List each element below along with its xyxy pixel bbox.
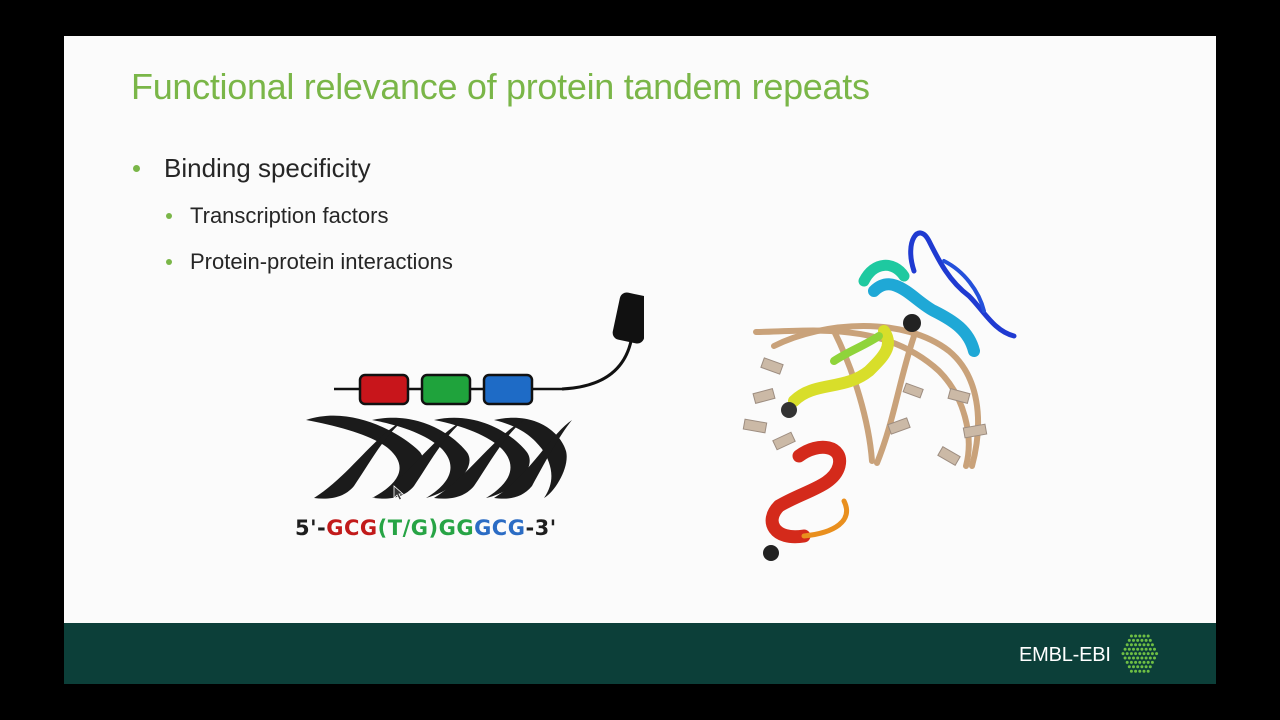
protein-dna-structure-image — [742, 230, 1017, 561]
dna-sequence-label: 5'-GCG(T/G)GGGCG-3' — [295, 516, 557, 540]
logo-dot — [1125, 652, 1129, 656]
logo-dot — [1148, 638, 1152, 642]
logo-dot — [1142, 634, 1146, 638]
sequence-suffix: -3' — [525, 516, 557, 540]
bullet-dot-icon — [133, 165, 140, 172]
logo-dot — [1132, 665, 1135, 669]
logo-dot — [1127, 647, 1131, 651]
logo-dot — [1136, 665, 1140, 669]
logo-dot — [1132, 638, 1135, 642]
logo-dot — [1144, 665, 1148, 669]
logo-dot — [1150, 660, 1154, 664]
logo-dot — [1150, 652, 1154, 656]
bullet-protein-protein-interactions: Protein-protein interactions — [166, 249, 453, 275]
logo-dot — [1140, 656, 1144, 660]
logo-dot — [1127, 665, 1131, 669]
logo-dot — [1138, 634, 1142, 638]
logo-dot — [1136, 638, 1140, 642]
logo-dot — [1138, 669, 1142, 673]
bullet-text: Protein-protein interactions — [190, 249, 453, 274]
logo-dot — [1138, 660, 1142, 664]
repeat-domain-green — [420, 373, 472, 406]
logo-dot — [1153, 647, 1156, 651]
embl-ebi-logo-text: EMBL-EBI — [1019, 644, 1111, 666]
logo-dot — [1153, 656, 1156, 660]
effector-domain-shape — [612, 292, 644, 344]
logo-dot — [1148, 647, 1152, 651]
sequence-segment-blue: GCG — [474, 516, 526, 540]
logo-dot — [1140, 665, 1144, 669]
logo-dot — [1138, 652, 1142, 656]
protein-linker-curve — [561, 335, 634, 391]
logo-dot — [1146, 652, 1150, 656]
logo-dot — [1146, 669, 1150, 673]
repeat-domain-red — [358, 373, 410, 406]
logo-dot — [1134, 643, 1138, 647]
repeat-domain-blue — [482, 373, 534, 406]
logo-dot — [1129, 652, 1133, 656]
logo-dot — [1142, 660, 1146, 664]
logo-dot — [1150, 643, 1154, 647]
logo-dot — [1146, 660, 1150, 664]
logo-dot — [1127, 638, 1131, 642]
logo-dot — [1129, 634, 1133, 638]
logo-dot — [1127, 656, 1131, 660]
logo-dot — [1140, 638, 1144, 642]
zinc-ion-icon — [763, 545, 779, 561]
bullet-binding-specificity: Binding specificity — [133, 153, 371, 184]
logo-dot — [1142, 643, 1146, 647]
logo-dot — [1140, 647, 1144, 651]
logo-dot — [1142, 669, 1146, 673]
logo-dot — [1134, 660, 1138, 664]
logo-dot — [1144, 638, 1148, 642]
logo-dot — [1129, 660, 1133, 664]
sequence-prefix: 5'- — [295, 516, 327, 540]
logo-dot — [1148, 665, 1152, 669]
logo-dot — [1129, 669, 1133, 673]
protein-ribbon — [765, 230, 1017, 544]
bullet-dot-icon — [166, 259, 172, 265]
logo-dot — [1136, 656, 1140, 660]
bullet-transcription-factors: Transcription factors — [166, 203, 389, 229]
logo-dot — [1136, 647, 1140, 651]
bullet-dot-icon — [166, 213, 172, 219]
logo-dot — [1134, 652, 1138, 656]
repeat-binding-diagram — [306, 292, 644, 499]
logo-dot — [1134, 669, 1138, 673]
logo-dot — [1121, 652, 1125, 656]
logo-dot — [1132, 656, 1135, 660]
logo-dot — [1129, 643, 1133, 647]
logo-dot — [1144, 647, 1148, 651]
logo-dot — [1123, 656, 1127, 660]
sequence-segment-red: GCG — [326, 516, 378, 540]
logo-dot — [1125, 660, 1129, 664]
zinc-ion-icon — [781, 402, 797, 418]
logo-dot — [1125, 643, 1129, 647]
slide-title: Functional relevance of protein tandem r… — [131, 66, 870, 107]
logo-dot — [1148, 656, 1152, 660]
logo-dot — [1123, 647, 1127, 651]
mouse-cursor-icon — [393, 485, 405, 501]
logo-dot — [1138, 643, 1142, 647]
logo-dot — [1134, 634, 1138, 638]
zinc-ion-icon — [903, 314, 921, 332]
logo-dot — [1132, 647, 1135, 651]
slide: Functional relevance of protein tandem r… — [64, 36, 1216, 684]
logo-dot — [1142, 652, 1146, 656]
sequence-segment-green: (T/G)GG — [377, 516, 475, 540]
embl-ebi-logo-icon — [1121, 634, 1159, 673]
bullet-text: Binding specificity — [164, 153, 371, 183]
dna-bases — [742, 357, 988, 467]
dna-helix-shape — [306, 415, 572, 499]
logo-dot — [1144, 656, 1148, 660]
logo-dot — [1146, 634, 1150, 638]
logo-dot — [1155, 652, 1159, 656]
logo-dot — [1146, 643, 1150, 647]
bullet-text: Transcription factors — [190, 203, 389, 228]
footer-bar: EMBL-EBI — [64, 623, 1216, 684]
